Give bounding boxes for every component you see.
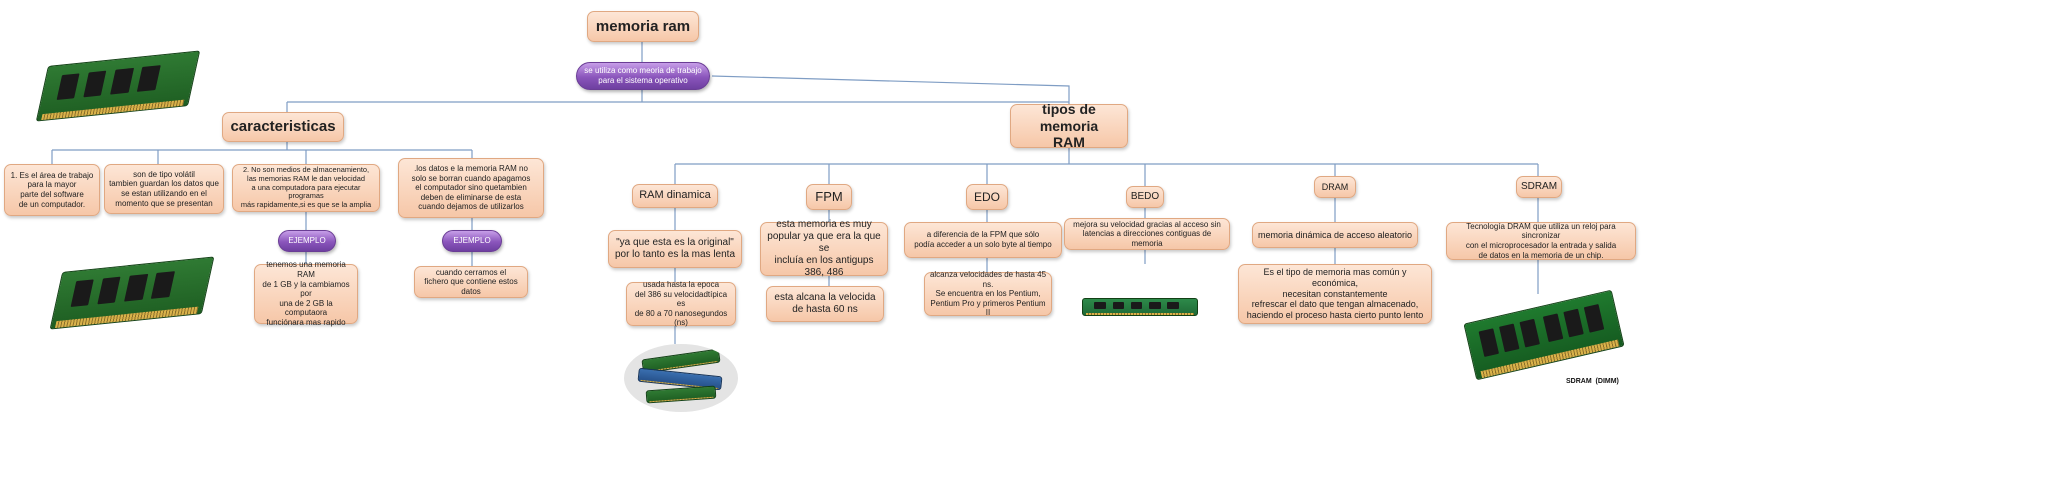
- type-ram-dinamica: RAM dinamica: [632, 184, 718, 208]
- ram-dinamica-note-1: "ya que esta es la original" por lo tant…: [608, 230, 742, 268]
- ejemplo-text-1: tenemos una memoria RAM de 1 GB y la cam…: [254, 260, 358, 327]
- fpm-note-2: esta alcana la velocida de hasta 60 ns: [766, 286, 884, 322]
- ejemplo-pill-2: EJEMPLO: [442, 230, 502, 252]
- dram-note-2: Es el tipo de memoria mas común y económ…: [1238, 264, 1432, 324]
- ram-dinamica-image: [624, 344, 738, 412]
- root-node: memoria ram: [587, 11, 699, 42]
- type-bedo: BEDO: [1126, 186, 1164, 208]
- dram-note-1: memoria dinámica de acceso aleatorio: [1252, 222, 1418, 248]
- caracteristica-item-4: .los datos e la memoria RAM no solo se b…: [398, 158, 544, 218]
- fpm-note-1: esta memoria es muy popular ya que era l…: [760, 219, 888, 278]
- caracteristica-item-1: 1. Es el área de trabajo para la mayor p…: [4, 164, 100, 216]
- caracteristica-item-2: son de tipo volátil tambien guardan los …: [104, 164, 224, 214]
- root-description-pill: se utiliza como meoria de trabajo para e…: [576, 62, 710, 90]
- bedo-image: [1082, 298, 1198, 316]
- type-edo: EDO: [966, 184, 1008, 210]
- tipos-memoria-node: tipos de memoria RAM: [1010, 101, 1128, 150]
- sdram-note-1: Tecnología DRAM que utiliza un reloj par…: [1446, 222, 1636, 260]
- bedo-note-1: mejora su velocidad gracias al acceso si…: [1064, 218, 1230, 250]
- caracteristica-item-3: 2. No son medios de almacenamiento, las …: [232, 164, 380, 212]
- ram-dinamica-note-2: usada hasta la epoca del 386 su velocida…: [626, 280, 736, 327]
- sdram-image-caption: SDRAM (DIMM): [1566, 378, 1619, 385]
- caracteristicas-node: caracteristicas: [222, 112, 344, 142]
- ejemplo-pill-1: EJEMPLO: [278, 230, 336, 252]
- edo-note-2: alcanza velocidades de hasta 45 ns. Se e…: [924, 270, 1052, 317]
- edo-note-1: a diferencia de la FPM que sólo podía ac…: [904, 222, 1062, 258]
- type-fpm: FPM: [806, 184, 852, 210]
- ejemplo-text-2: cuando cerramos el fichero que contiene …: [414, 266, 528, 298]
- type-dram: DRAM: [1314, 176, 1356, 198]
- type-sdram: SDRAM: [1516, 176, 1562, 198]
